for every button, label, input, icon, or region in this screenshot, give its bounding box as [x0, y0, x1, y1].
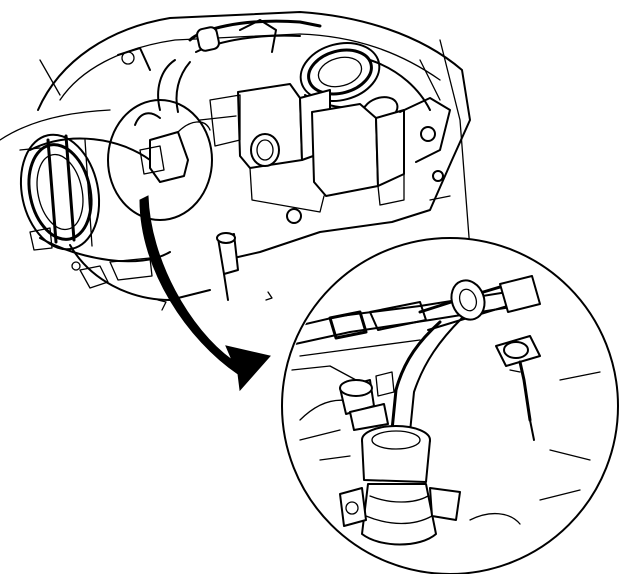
plenum-block	[199, 83, 405, 213]
air-intake-duct	[19, 133, 211, 301]
pressure-regulator-detail	[339, 425, 461, 546]
lower-fittings	[29, 227, 273, 311]
right-flange	[286, 59, 451, 224]
pressure-regulator-small	[134, 112, 211, 183]
detail-magnified-view	[281, 237, 619, 574]
right-duct	[299, 42, 431, 124]
callout-arrow	[139, 195, 271, 392]
fuel-lines	[117, 19, 322, 113]
detail-callout-circle	[107, 99, 213, 221]
engine-intake-assembly	[0, 11, 471, 311]
